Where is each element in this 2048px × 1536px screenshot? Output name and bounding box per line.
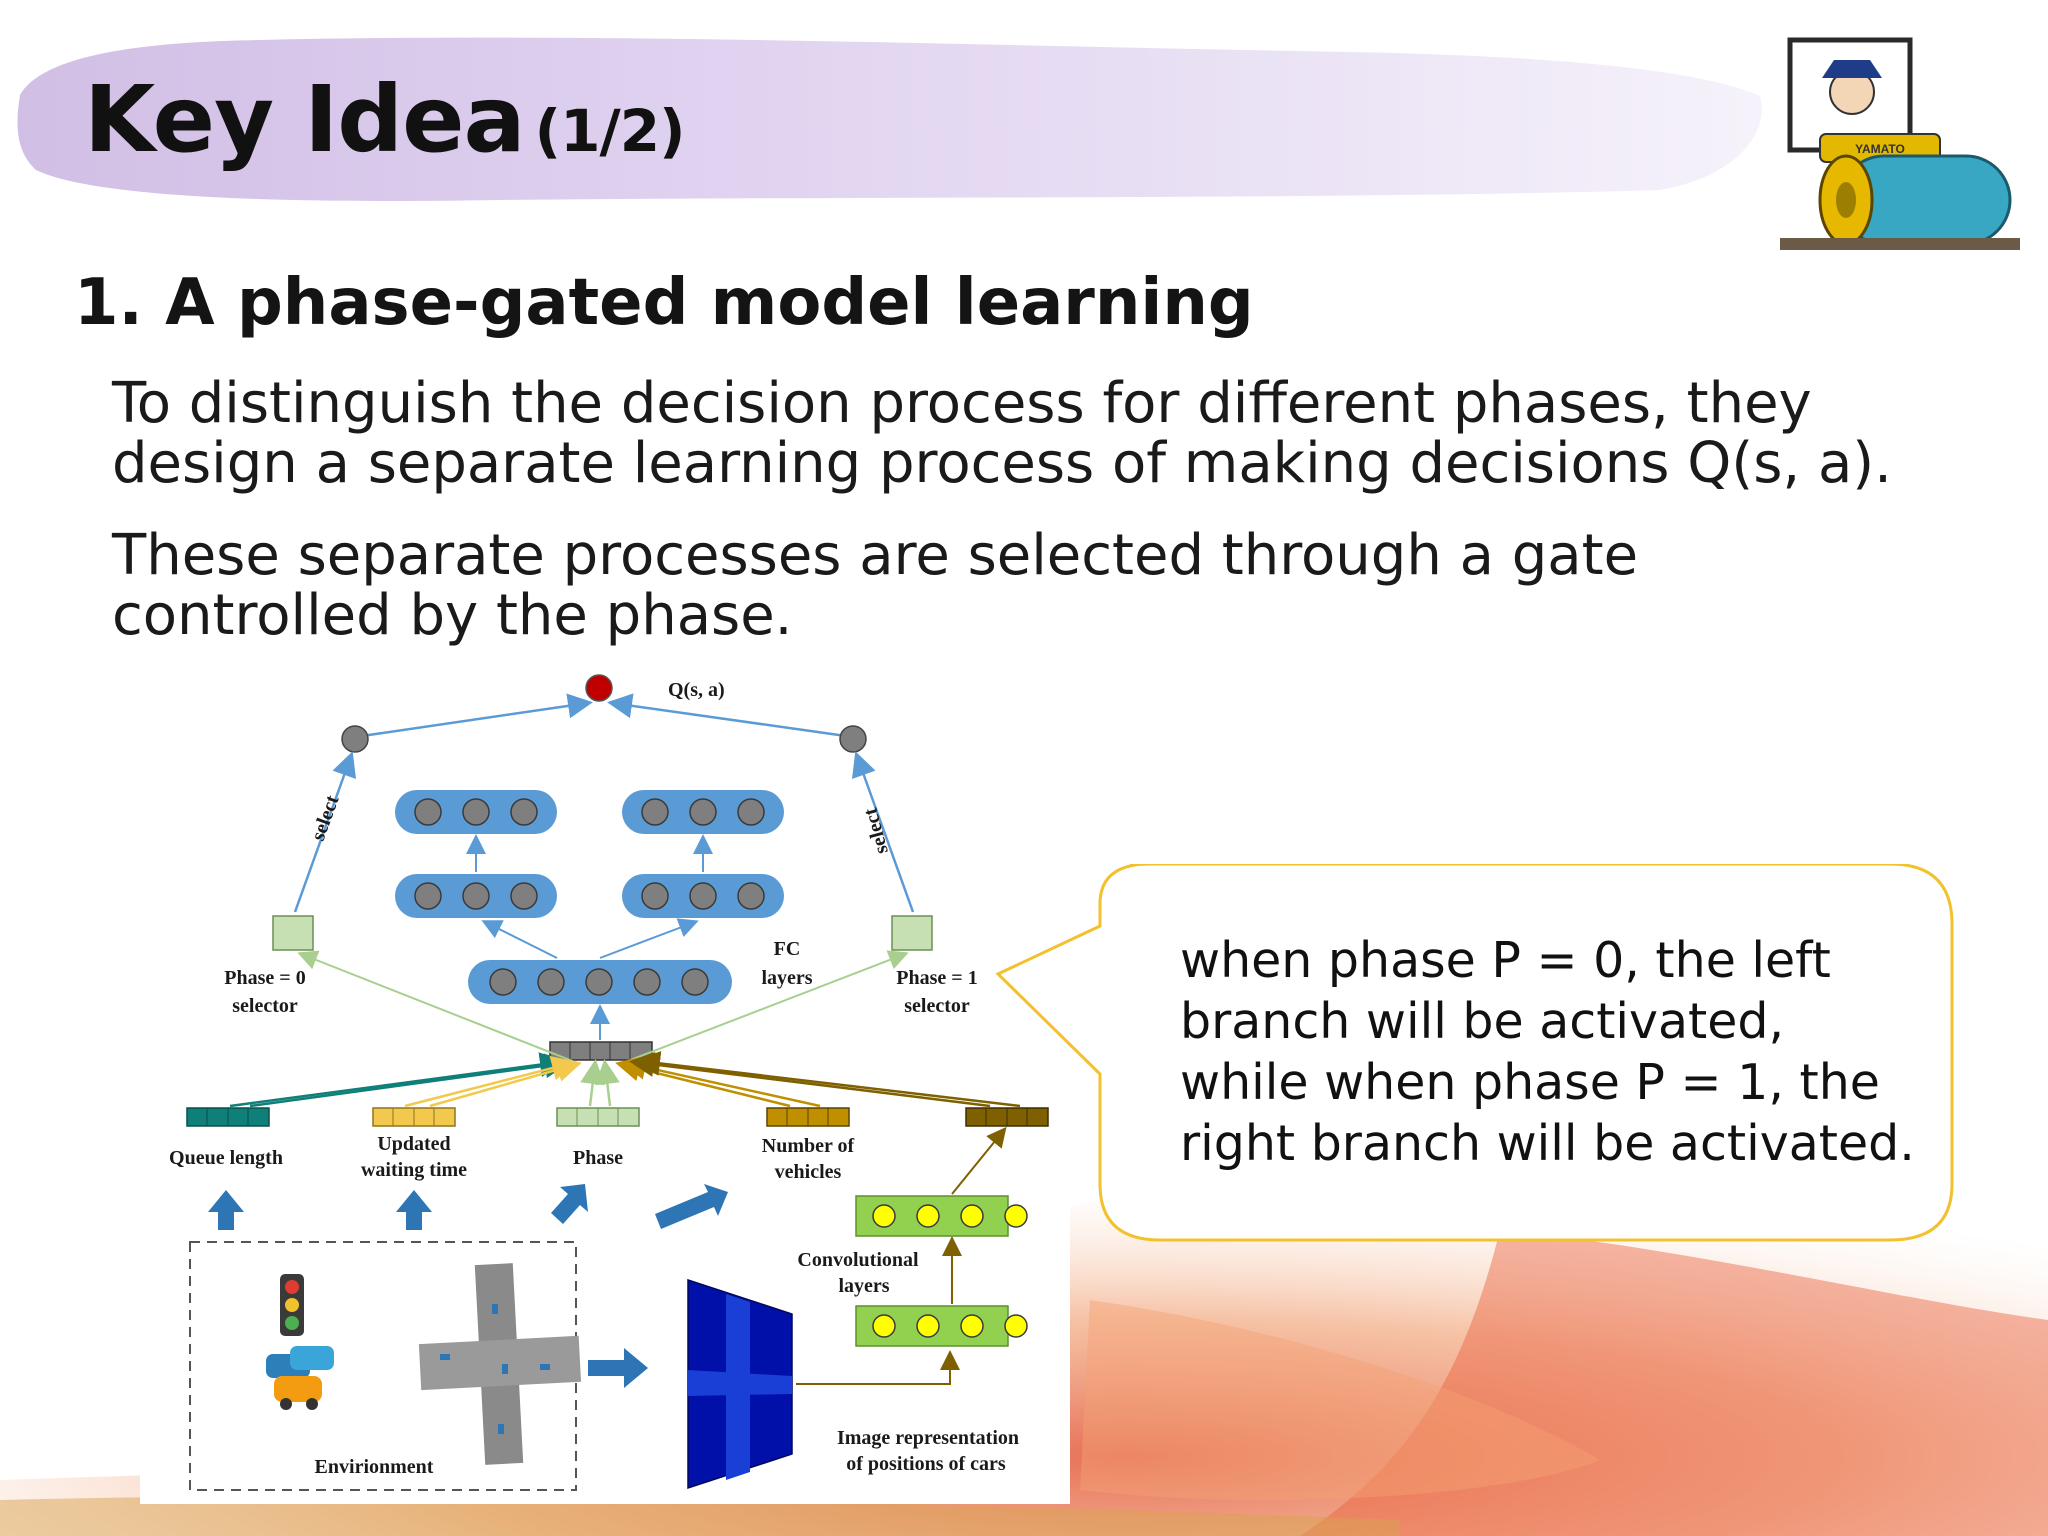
fc-label-line2: layers <box>761 967 812 989</box>
callout-line: while when phase P = 1, the <box>1180 1054 1880 1111</box>
up-arrow-queue <box>208 1190 244 1230</box>
conv-label-line2: layers <box>838 1275 889 1297</box>
environment-label: Envirionment <box>315 1456 434 1478</box>
paragraph-gate-selection: These separate processes are selected th… <box>112 523 1639 648</box>
image-label-line2: of positions of cars <box>846 1453 1006 1475</box>
mascot-badge: YAMATO <box>1855 142 1905 156</box>
selector0-line1: Phase = 0 <box>224 967 305 989</box>
up-arrow-waiting <box>396 1190 432 1230</box>
left-gate-node <box>341 725 369 753</box>
conv-label-line1: Convolutional <box>797 1249 919 1271</box>
callout-bubble <box>995 864 1954 1242</box>
selector1-line1: Phase = 1 <box>896 967 977 989</box>
intersection-icon <box>418 1263 582 1465</box>
callout-line: when phase P = 0, the left <box>1180 932 1831 989</box>
fc-shared-layer <box>468 960 732 1004</box>
phase0-selector-box <box>272 915 314 951</box>
feature-queue-length: Queue length <box>169 1147 283 1169</box>
output-node <box>585 674 613 702</box>
callout-line: right branch will be activated. <box>1180 1115 1915 1172</box>
selector0-line2: selector <box>232 995 298 1017</box>
feature-vehicles-line2: vehicles <box>775 1161 842 1183</box>
right-gate-node <box>839 725 867 753</box>
diag-arrow-phase <box>551 1184 588 1224</box>
queue-length-vector <box>186 1107 270 1127</box>
feature-waiting-line1: Updated <box>377 1133 450 1155</box>
diag-arrow-vehicles <box>655 1184 728 1229</box>
waiting-time-vector <box>372 1107 456 1127</box>
conv-layer-bottom <box>855 1305 1028 1347</box>
traffic-light-icon <box>280 1274 304 1336</box>
feature-vehicles-line1: Number of <box>762 1135 855 1157</box>
image-feature-vector <box>965 1107 1049 1127</box>
fc-right-mid <box>622 874 784 918</box>
image-label-line1: Image representation <box>837 1427 1019 1449</box>
title-main: Key Idea <box>84 66 526 173</box>
slide-title: Key Idea(1/2) <box>84 66 686 173</box>
section-heading: 1. A phase-gated model learning <box>74 266 1254 340</box>
feature-phase: Phase <box>573 1147 623 1169</box>
phase-gated-network-diagram: Q(s, a) select select <box>140 664 1070 1504</box>
callout-text: when phase P = 0, the left branch will b… <box>1180 930 1940 1174</box>
vehicles-vector <box>766 1107 850 1127</box>
title-suffix: (1/2) <box>534 97 686 165</box>
fc-right-top <box>622 790 784 834</box>
fc-left-top <box>395 790 557 834</box>
fc-label-line1: FC <box>774 938 801 960</box>
cars-icon <box>266 1346 334 1410</box>
output-label: Q(s, a) <box>668 679 725 701</box>
arrow-to-image <box>588 1348 648 1388</box>
road-roller-mascot: YAMATO <box>1780 37 2020 250</box>
feature-waiting-line2: waiting time <box>361 1159 467 1181</box>
phase-vector <box>556 1107 640 1127</box>
conv-layer-top <box>855 1195 1028 1237</box>
image-representation <box>687 1278 793 1490</box>
paragraph-decision-process: To distinguish the decision process for … <box>112 371 1892 496</box>
title-banner <box>17 37 1762 201</box>
fc-left-mid <box>395 874 557 918</box>
phase1-selector-box <box>891 915 933 951</box>
selector1-line2: selector <box>904 995 970 1017</box>
callout-line: branch will be activated, <box>1180 993 1785 1050</box>
